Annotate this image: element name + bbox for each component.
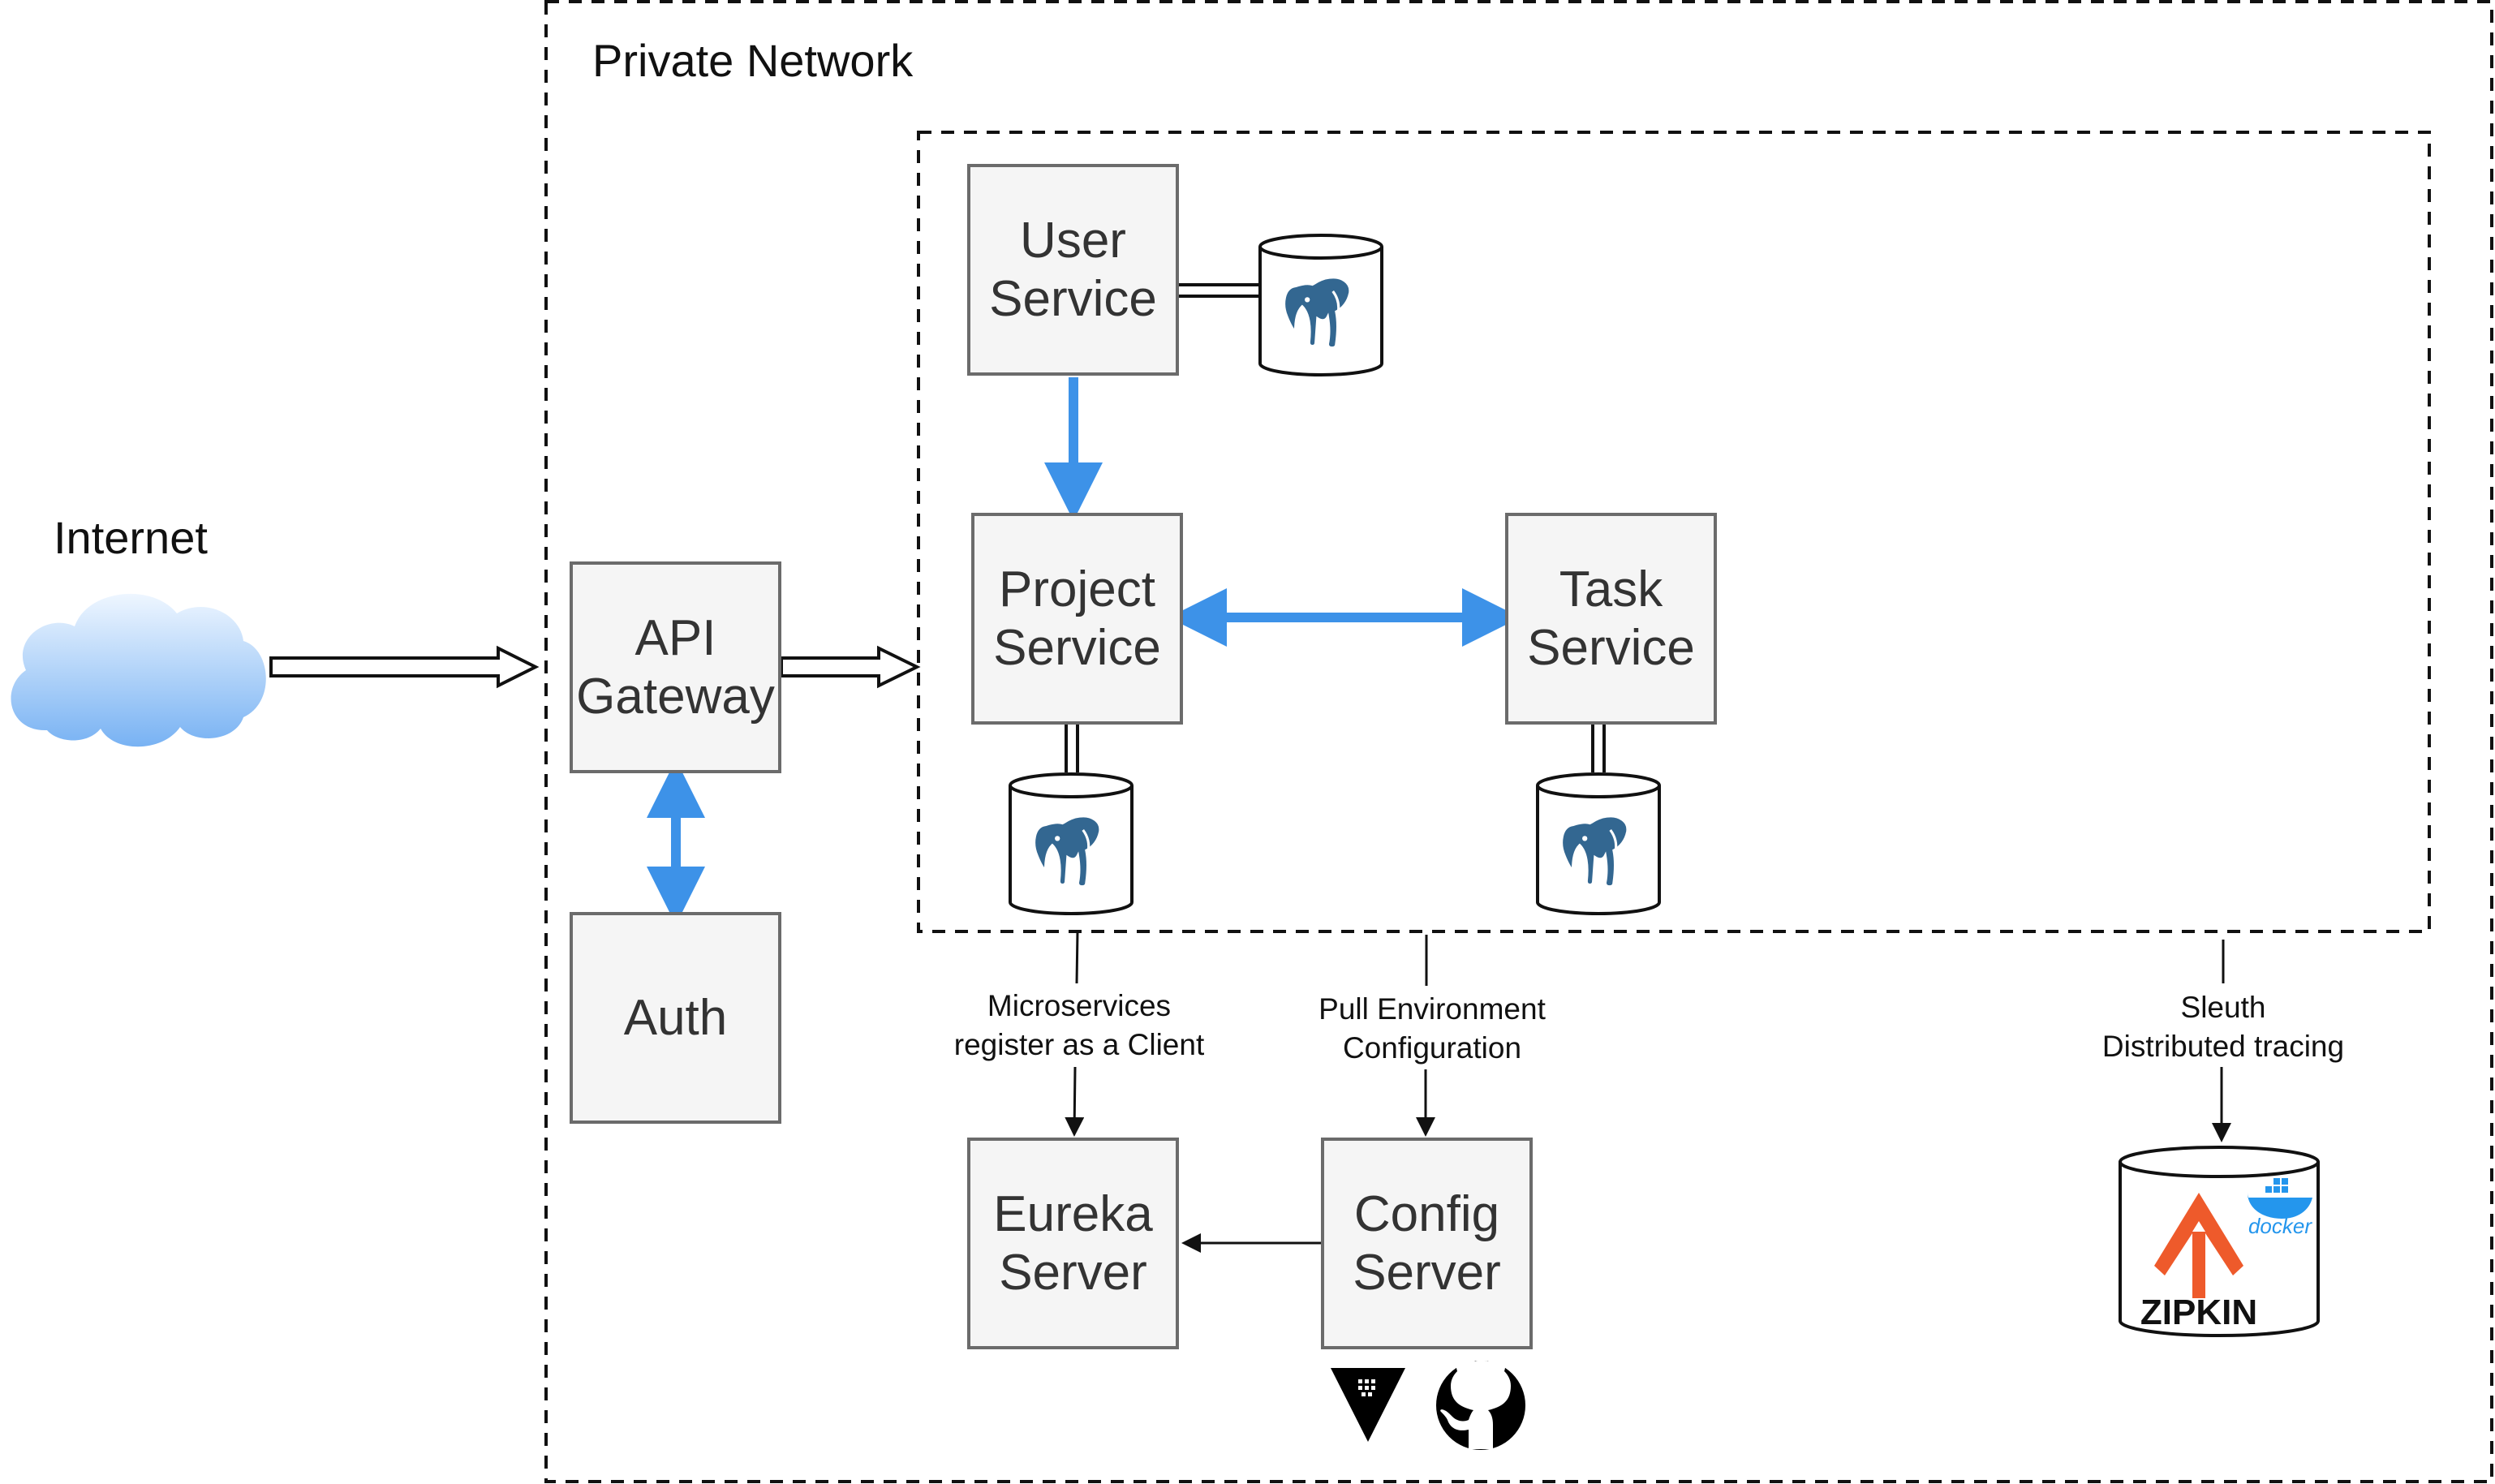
discovery-line-top [1075,931,1079,984]
edge-label-line: register as a Client [953,1028,1205,1061]
microservices-cluster-boundary [917,131,2431,933]
internet-to-gateway-arrow [269,645,540,689]
gateway-to-cluster-arrow [780,645,921,689]
node-label-line: Server [999,1244,1147,1301]
task-db-connector [1591,723,1606,772]
tracing-edge-label: Sleuth Distributed tracing [2057,988,2390,1066]
edge-label-line: Configuration [1342,1031,1522,1065]
task-db-cylinder [1536,772,1661,915]
auth-node: Auth [570,912,781,1124]
docker-logo-text: docker [2248,1214,2312,1238]
edge-label-line: Sleuth [2180,991,2266,1024]
node-label-line: Eureka [993,1185,1153,1242]
discovery-edge-label: Microservices register as a Client [913,987,1245,1065]
node-label-line: API [635,609,716,666]
node-label-line: Service [1527,619,1695,676]
user-db-cylinder [1258,234,1383,376]
edge-label-line: Pull Environment [1318,992,1546,1026]
zipkin-logo-text: ZIPKIN [2140,1293,2257,1332]
edge-label-line: Distributed tracing [2101,1030,2345,1063]
config-edge-label: Pull Environment Configuration [1266,990,1598,1068]
zipkin-icon: ZIPKIN [2140,1193,2257,1332]
user-db-connector [1178,283,1259,298]
private-network-boundary [544,0,2493,1483]
docker-icon: docker [2248,1178,2312,1238]
node-label-line: Service [989,270,1157,327]
node-label-line: Task [1559,561,1663,617]
node-label-line: Auth [623,989,728,1046]
node-label-line: User [1020,212,1126,269]
internet-label: Internet [54,512,208,563]
edge-label-line: Microservices [987,989,1172,1022]
private-network-label: Private Network [592,35,914,86]
node-label-line: Gateway [576,668,775,725]
node-label-line: Config [1353,1185,1500,1242]
project-db-connector [1065,723,1079,772]
discovery-line-bottom [1065,1066,1085,1137]
node-label-line: Server [1353,1244,1501,1301]
github-icon [1436,1355,1525,1450]
vault-icon [1331,1368,1405,1442]
project-db-cylinder [1009,772,1134,915]
node-label-line: Project [999,561,1155,617]
cloud-icon [11,593,266,747]
node-label-line: Service [993,619,1161,676]
